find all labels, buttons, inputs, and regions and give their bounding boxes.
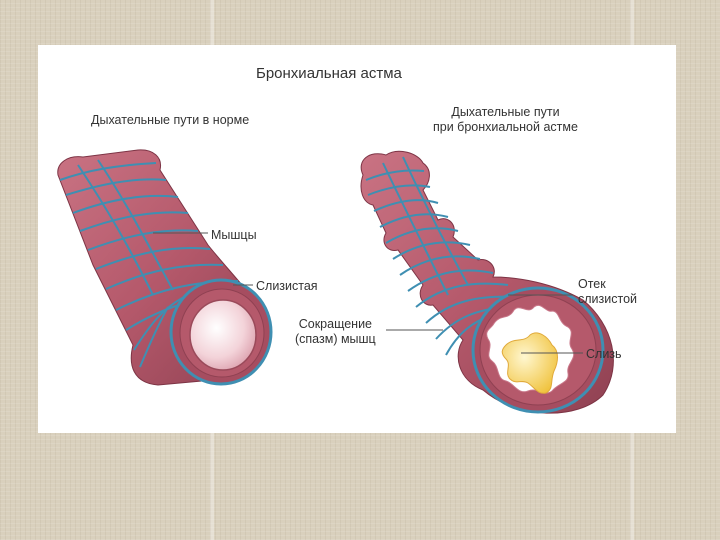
- normal-lumen: [189, 299, 257, 371]
- caption-asthma-line1: Дыхательные пути: [451, 105, 560, 119]
- label-muscles: Мышцы: [211, 228, 257, 242]
- label-edema-line1: Отек: [578, 277, 606, 291]
- slide-panel: Бронхиальная астма Дыхательные пути в но…: [38, 45, 676, 433]
- asthma-mucus-plug: [501, 332, 558, 394]
- asthma-airway: [360, 150, 614, 414]
- diagram-title: Бронхиальная астма: [256, 65, 402, 82]
- normal-airway: [57, 149, 273, 386]
- label-mucus: Слизь: [586, 347, 622, 361]
- caption-asthma-line2: при бронхиальной астме: [433, 120, 578, 134]
- bronchial-asthma-diagram: [57, 149, 614, 414]
- label-mucosa-edema: Отек слизистой: [578, 277, 637, 307]
- caption-normal-airway: Дыхательные пути в норме: [91, 113, 250, 127]
- label-muscle-spasm: Сокращение (спазм) мышц: [295, 317, 376, 347]
- label-spasm-line1: Сокращение: [298, 317, 373, 331]
- caption-asthma-airway: Дыхательные пути при бронхиальной астме: [433, 105, 578, 135]
- label-mucosa: Слизистая: [256, 279, 318, 293]
- label-edema-line2: слизистой: [578, 292, 638, 306]
- label-spasm-line2: (спазм) мышц: [295, 332, 376, 346]
- leader-lines: [153, 232, 583, 354]
